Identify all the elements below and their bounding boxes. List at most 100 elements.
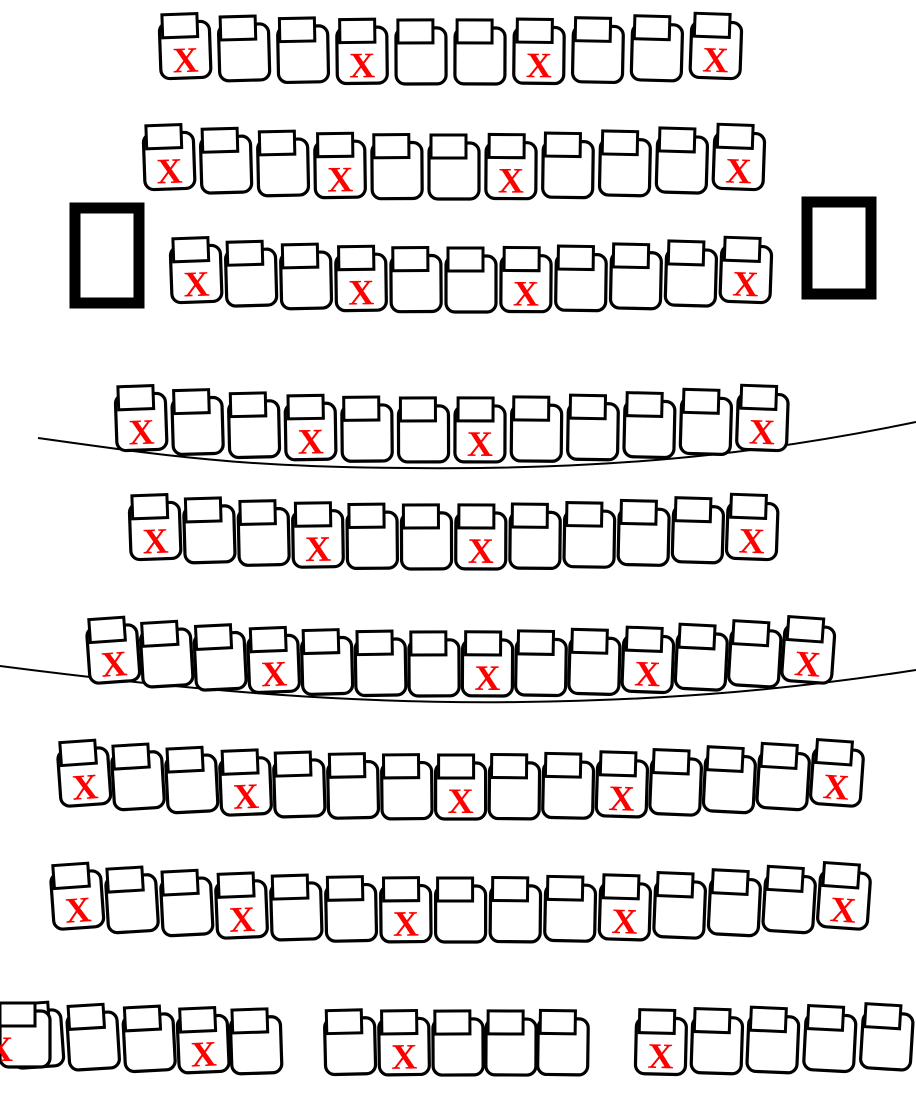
seat xyxy=(172,389,224,454)
seat-backrest xyxy=(374,135,409,158)
seat-backrest xyxy=(653,750,689,774)
seat-backrest xyxy=(400,398,435,421)
seat xyxy=(401,505,451,569)
seat-backrest xyxy=(349,504,384,527)
seat: X xyxy=(219,749,272,817)
reserved-mark: X xyxy=(128,412,155,453)
reserved-mark: X xyxy=(190,1034,218,1075)
seat: X xyxy=(143,124,195,192)
seat xyxy=(763,866,817,933)
seat xyxy=(455,20,505,84)
seat-backrest xyxy=(230,393,266,417)
seat xyxy=(489,754,540,818)
seat-backrest xyxy=(329,754,364,778)
seat-backrest xyxy=(626,627,662,651)
seat-backrest xyxy=(326,1010,362,1034)
seat xyxy=(225,241,277,306)
seat xyxy=(556,246,607,311)
reserved-mark: X xyxy=(611,901,638,942)
seat xyxy=(409,632,459,696)
seat-backrest xyxy=(540,1010,575,1033)
seat-backrest xyxy=(218,873,254,897)
seat-backrest xyxy=(142,621,178,646)
seat-backrest xyxy=(504,247,539,270)
seat-backrest xyxy=(466,632,501,655)
seat-backrest xyxy=(570,395,605,419)
reserved-mark: X xyxy=(732,264,759,305)
seat: X xyxy=(514,19,565,86)
seat-grid: XXXXXXXXXXXXXXXXXXXXXXXXXXXXXXXXXXXXXXXX xyxy=(0,13,914,1077)
seat-backrest xyxy=(288,395,323,419)
seat xyxy=(624,393,675,458)
seat: X xyxy=(736,385,788,453)
seat-backrest xyxy=(575,18,610,42)
seat xyxy=(569,629,621,694)
seat-backrest xyxy=(448,248,483,271)
reserved-mark: X xyxy=(608,778,635,819)
seat-backrest xyxy=(683,389,719,413)
reserved-mark: X xyxy=(829,889,858,931)
seat-backrest xyxy=(232,1009,268,1033)
seat: X xyxy=(292,503,343,570)
seat xyxy=(490,877,541,941)
seat-backrest xyxy=(162,14,198,38)
seat: X xyxy=(315,133,366,200)
reserved-mark: X xyxy=(448,781,474,821)
seat-backrest xyxy=(202,128,238,152)
seat xyxy=(218,16,270,81)
seat-backrest xyxy=(679,624,715,649)
seat-backrest xyxy=(603,875,639,899)
reserved-mark: X xyxy=(393,904,419,944)
seat-backrest xyxy=(750,1007,786,1031)
seat-backrest xyxy=(724,237,760,261)
seat-backrest xyxy=(0,1003,35,1026)
seat-backrest xyxy=(403,505,438,528)
seat xyxy=(703,747,756,813)
seat xyxy=(228,393,279,458)
seat-backrest xyxy=(558,246,593,269)
seat-backrest xyxy=(491,754,526,777)
seat xyxy=(301,629,353,694)
reserved-mark: X xyxy=(738,521,765,562)
seat xyxy=(396,20,446,84)
seat-backrest xyxy=(60,740,97,765)
seat-backrest xyxy=(457,20,492,43)
seat: X xyxy=(713,124,765,192)
reserved-mark: X xyxy=(793,643,822,685)
seat: X xyxy=(86,616,140,685)
seat-backrest xyxy=(627,393,663,417)
seat-backrest xyxy=(514,397,549,420)
seat xyxy=(757,743,811,810)
seat xyxy=(111,743,165,810)
seat-backrest xyxy=(132,495,168,519)
reserved-mark: X xyxy=(71,766,100,808)
reserved-mark: X xyxy=(172,40,199,81)
seat-backrest xyxy=(259,131,294,155)
seat-backrest xyxy=(761,743,797,768)
seat: X xyxy=(462,632,512,698)
seat-backrest xyxy=(327,877,362,901)
seat-backrest xyxy=(272,875,308,899)
seat xyxy=(327,753,378,818)
reserved-mark: X xyxy=(513,274,539,314)
seat xyxy=(270,875,322,940)
seat-backrest xyxy=(712,870,748,895)
seat xyxy=(538,1010,589,1075)
reserved-mark: X xyxy=(0,1029,13,1069)
seat-backrest xyxy=(733,621,769,646)
seat-backrest xyxy=(222,750,258,774)
seat xyxy=(510,504,561,568)
seat xyxy=(277,18,328,83)
seat-backrest xyxy=(53,863,90,888)
seat-backrest xyxy=(68,1004,104,1029)
reserved-mark: X xyxy=(702,40,729,81)
seat: X xyxy=(781,616,835,685)
seat-backrest xyxy=(357,631,392,655)
seat xyxy=(610,244,661,309)
seat-backrest xyxy=(741,385,777,409)
seat-backrest xyxy=(220,16,256,40)
seat xyxy=(599,131,650,196)
seat-backrest xyxy=(439,755,474,778)
seat xyxy=(391,247,441,311)
seat xyxy=(675,624,728,690)
